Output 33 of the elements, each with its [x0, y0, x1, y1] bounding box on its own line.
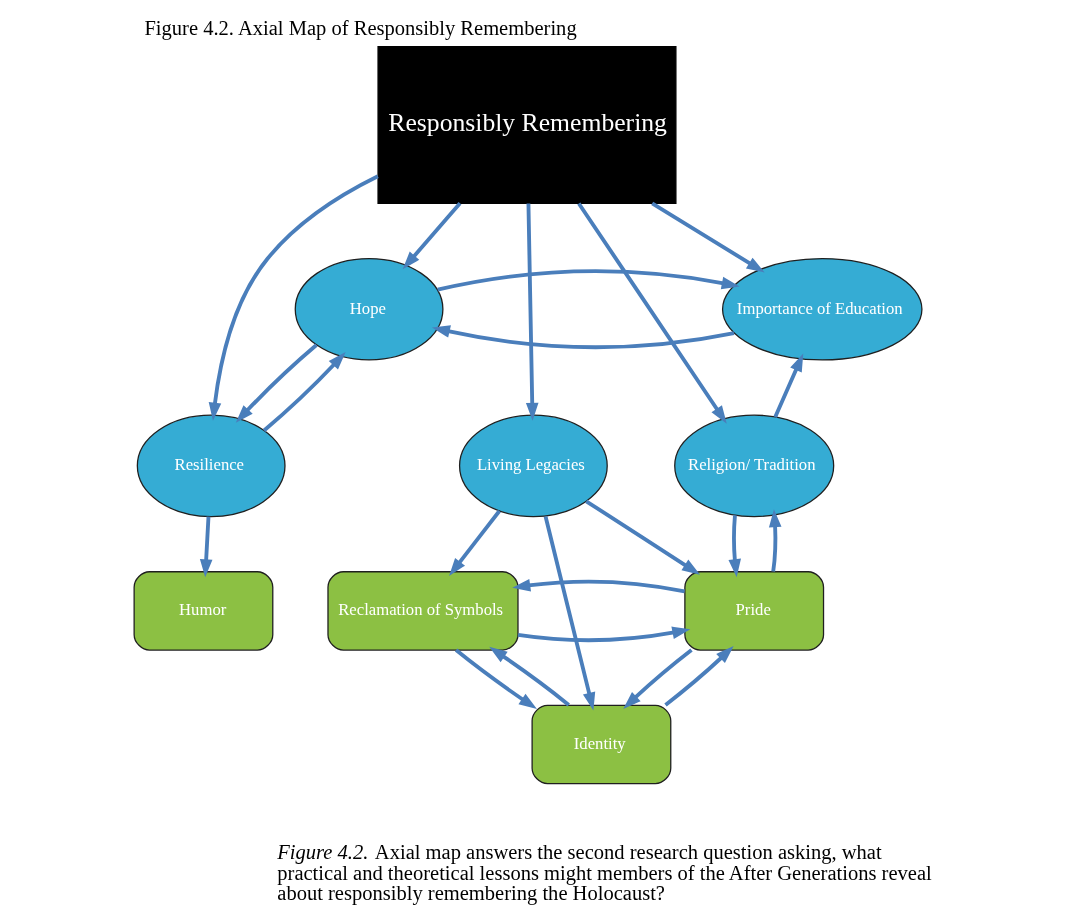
node-box: Reclamation of Symbols	[327, 571, 519, 651]
arrow	[525, 203, 539, 421]
node-ellipse: Living Legacies	[458, 414, 608, 518]
node-box: Pride	[684, 571, 825, 651]
arrow	[402, 202, 462, 270]
node-ellipse: Resilience	[136, 414, 286, 518]
arrow	[773, 353, 804, 418]
node-box: Responsibly Remembering	[377, 46, 677, 204]
caption: Figure 4.2. Axial map answers the second research question asking, what practical and theoretical lessons might members of the After Generations reveal about responsibly remembering the Holocaust?	[277, 841, 932, 905]
arrow	[208, 174, 379, 421]
arrow	[454, 648, 537, 710]
arrow	[489, 646, 570, 707]
arrow	[262, 352, 346, 432]
arrow	[449, 509, 501, 576]
arrow	[728, 515, 741, 578]
arrow	[543, 516, 596, 711]
arrow	[651, 201, 765, 273]
arrow	[512, 578, 685, 594]
diagram-title: Figure 4.2. Axial Map of Responsibly Remembering	[144, 16, 577, 39]
node-ellipse: Religion/ Tradition	[674, 414, 835, 518]
arrow	[437, 269, 740, 292]
arrow	[235, 343, 318, 423]
arrow	[431, 325, 735, 350]
node-box: Humor	[133, 571, 274, 651]
arrow	[517, 626, 691, 643]
node-box: Identity	[531, 704, 672, 785]
arrow	[623, 648, 693, 709]
arrow	[664, 646, 734, 707]
arrow	[585, 499, 701, 575]
arrow	[199, 516, 213, 578]
arrow	[577, 202, 727, 424]
arrow	[768, 509, 782, 572]
node-ellipse: Hope	[294, 257, 444, 361]
